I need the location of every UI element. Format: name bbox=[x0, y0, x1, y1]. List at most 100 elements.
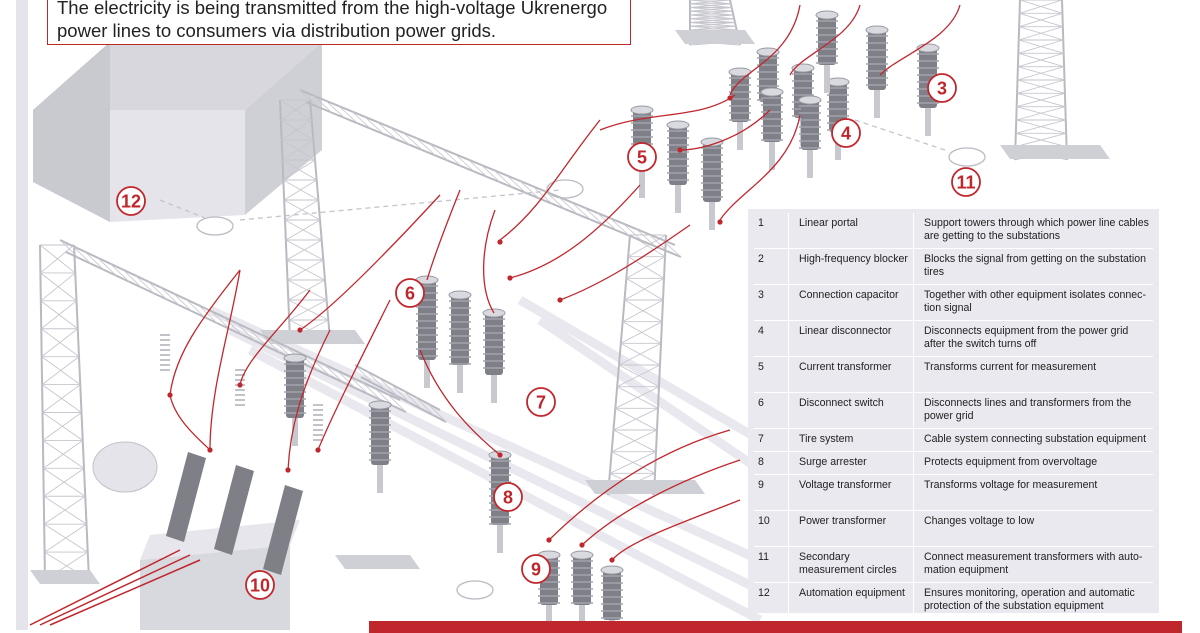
insulator-cap bbox=[630, 105, 654, 115]
conductor-wire bbox=[209, 269, 241, 451]
measurement-circle bbox=[456, 580, 494, 600]
beam-brace bbox=[160, 287, 180, 306]
tower-brace bbox=[689, 14, 734, 20]
tower-brace bbox=[615, 386, 660, 409]
marker-circle bbox=[245, 570, 275, 600]
marker-circle bbox=[395, 278, 425, 308]
bushing bbox=[214, 465, 254, 555]
support-post bbox=[491, 375, 497, 403]
marker-6: 6 bbox=[395, 278, 425, 308]
beam-brace bbox=[84, 251, 105, 271]
insulator-cap bbox=[666, 120, 690, 130]
legend-number: 3 bbox=[754, 284, 789, 321]
beam-brace bbox=[377, 121, 397, 140]
marker-circle bbox=[831, 118, 861, 148]
legend-number: 9 bbox=[754, 474, 789, 511]
beam-brace bbox=[349, 376, 369, 395]
beam-brace bbox=[223, 316, 243, 336]
legend-name: Linear disconnector bbox=[788, 320, 914, 357]
tower-left-front bbox=[39, 244, 90, 581]
support-post bbox=[925, 108, 931, 136]
beam-brace bbox=[354, 364, 374, 384]
beam-brace bbox=[558, 196, 578, 215]
beam-brace bbox=[312, 95, 333, 113]
marker-circle bbox=[116, 186, 146, 216]
support-post bbox=[546, 605, 552, 630]
tower-brace bbox=[287, 259, 324, 281]
conductor-wire bbox=[239, 289, 311, 386]
beam-brace bbox=[403, 132, 423, 151]
low-voltage-lead bbox=[29, 549, 181, 626]
wire-arrowhead bbox=[167, 392, 173, 398]
beam-brace bbox=[379, 377, 398, 397]
tower-base bbox=[675, 30, 755, 44]
tower-brace bbox=[620, 321, 663, 344]
tower-brace bbox=[1018, 26, 1063, 41]
beam-brace bbox=[110, 263, 130, 282]
conductor-wire bbox=[599, 94, 736, 131]
support-post bbox=[807, 150, 813, 178]
legend-description: Ensures monitoring, operation and automa… bbox=[924, 587, 1135, 612]
beam-brace bbox=[454, 153, 475, 172]
tower-brace bbox=[283, 179, 317, 201]
building-side bbox=[245, 42, 322, 215]
legend-number: 1 bbox=[754, 213, 789, 249]
measurement-circle bbox=[546, 179, 584, 199]
conductor-wire bbox=[559, 224, 691, 301]
legend-name: Automation equipment bbox=[788, 582, 914, 618]
tower-brace bbox=[280, 99, 311, 121]
tower-brace bbox=[689, 0, 731, 5]
insulator-body bbox=[371, 405, 389, 465]
linear-disconnector bbox=[728, 67, 752, 150]
low-voltage-lead bbox=[49, 559, 201, 626]
conductor-wire bbox=[483, 209, 496, 314]
wire-arrowhead bbox=[497, 452, 503, 458]
tower-brace bbox=[689, 7, 732, 12]
insulator-cap bbox=[798, 95, 822, 105]
wire-arrowhead bbox=[315, 447, 321, 453]
beam-brace bbox=[210, 310, 230, 330]
beam-brace bbox=[648, 234, 669, 252]
marker-3: 3 bbox=[927, 73, 957, 103]
support-post bbox=[824, 65, 830, 93]
tower-center bbox=[607, 234, 667, 496]
beam-brace bbox=[427, 403, 447, 423]
insulator-cap bbox=[700, 137, 724, 147]
control-cable bbox=[854, 119, 946, 151]
marker-label: 6 bbox=[405, 284, 415, 304]
insulator-body bbox=[603, 570, 621, 620]
tower-brace bbox=[282, 139, 314, 161]
tower-brace bbox=[40, 300, 77, 330]
marker-5: 5 bbox=[627, 142, 657, 172]
linear-disconnector bbox=[798, 95, 822, 178]
beam-brace bbox=[351, 111, 371, 130]
insulator-cap bbox=[600, 565, 624, 575]
legend-name: High-frequency blocker bbox=[788, 248, 914, 285]
beam-brace bbox=[493, 169, 514, 188]
beam-brace bbox=[623, 223, 643, 242]
legend-number: 10 bbox=[754, 510, 789, 547]
insulator-cap bbox=[570, 550, 594, 560]
wire-arrowhead bbox=[546, 537, 552, 543]
support-post bbox=[377, 465, 383, 493]
conductor-wire bbox=[581, 459, 741, 546]
tower-brace bbox=[1016, 106, 1066, 121]
tower-brace bbox=[283, 159, 316, 181]
beam-brace bbox=[324, 364, 344, 383]
tower-brace bbox=[286, 239, 322, 261]
conductor-wire bbox=[548, 429, 731, 541]
caption-line-1: The electricity is being transmitted fro… bbox=[57, 0, 608, 18]
legend-name: Connection capacitor bbox=[788, 284, 914, 321]
insulator-body bbox=[573, 555, 591, 605]
tower-brace bbox=[43, 440, 84, 469]
tower-brace bbox=[43, 467, 85, 497]
control-cable bbox=[159, 199, 206, 219]
caption-line-2: power lines to consumers via distributio… bbox=[57, 20, 497, 41]
marker-7: 7 bbox=[526, 387, 556, 417]
